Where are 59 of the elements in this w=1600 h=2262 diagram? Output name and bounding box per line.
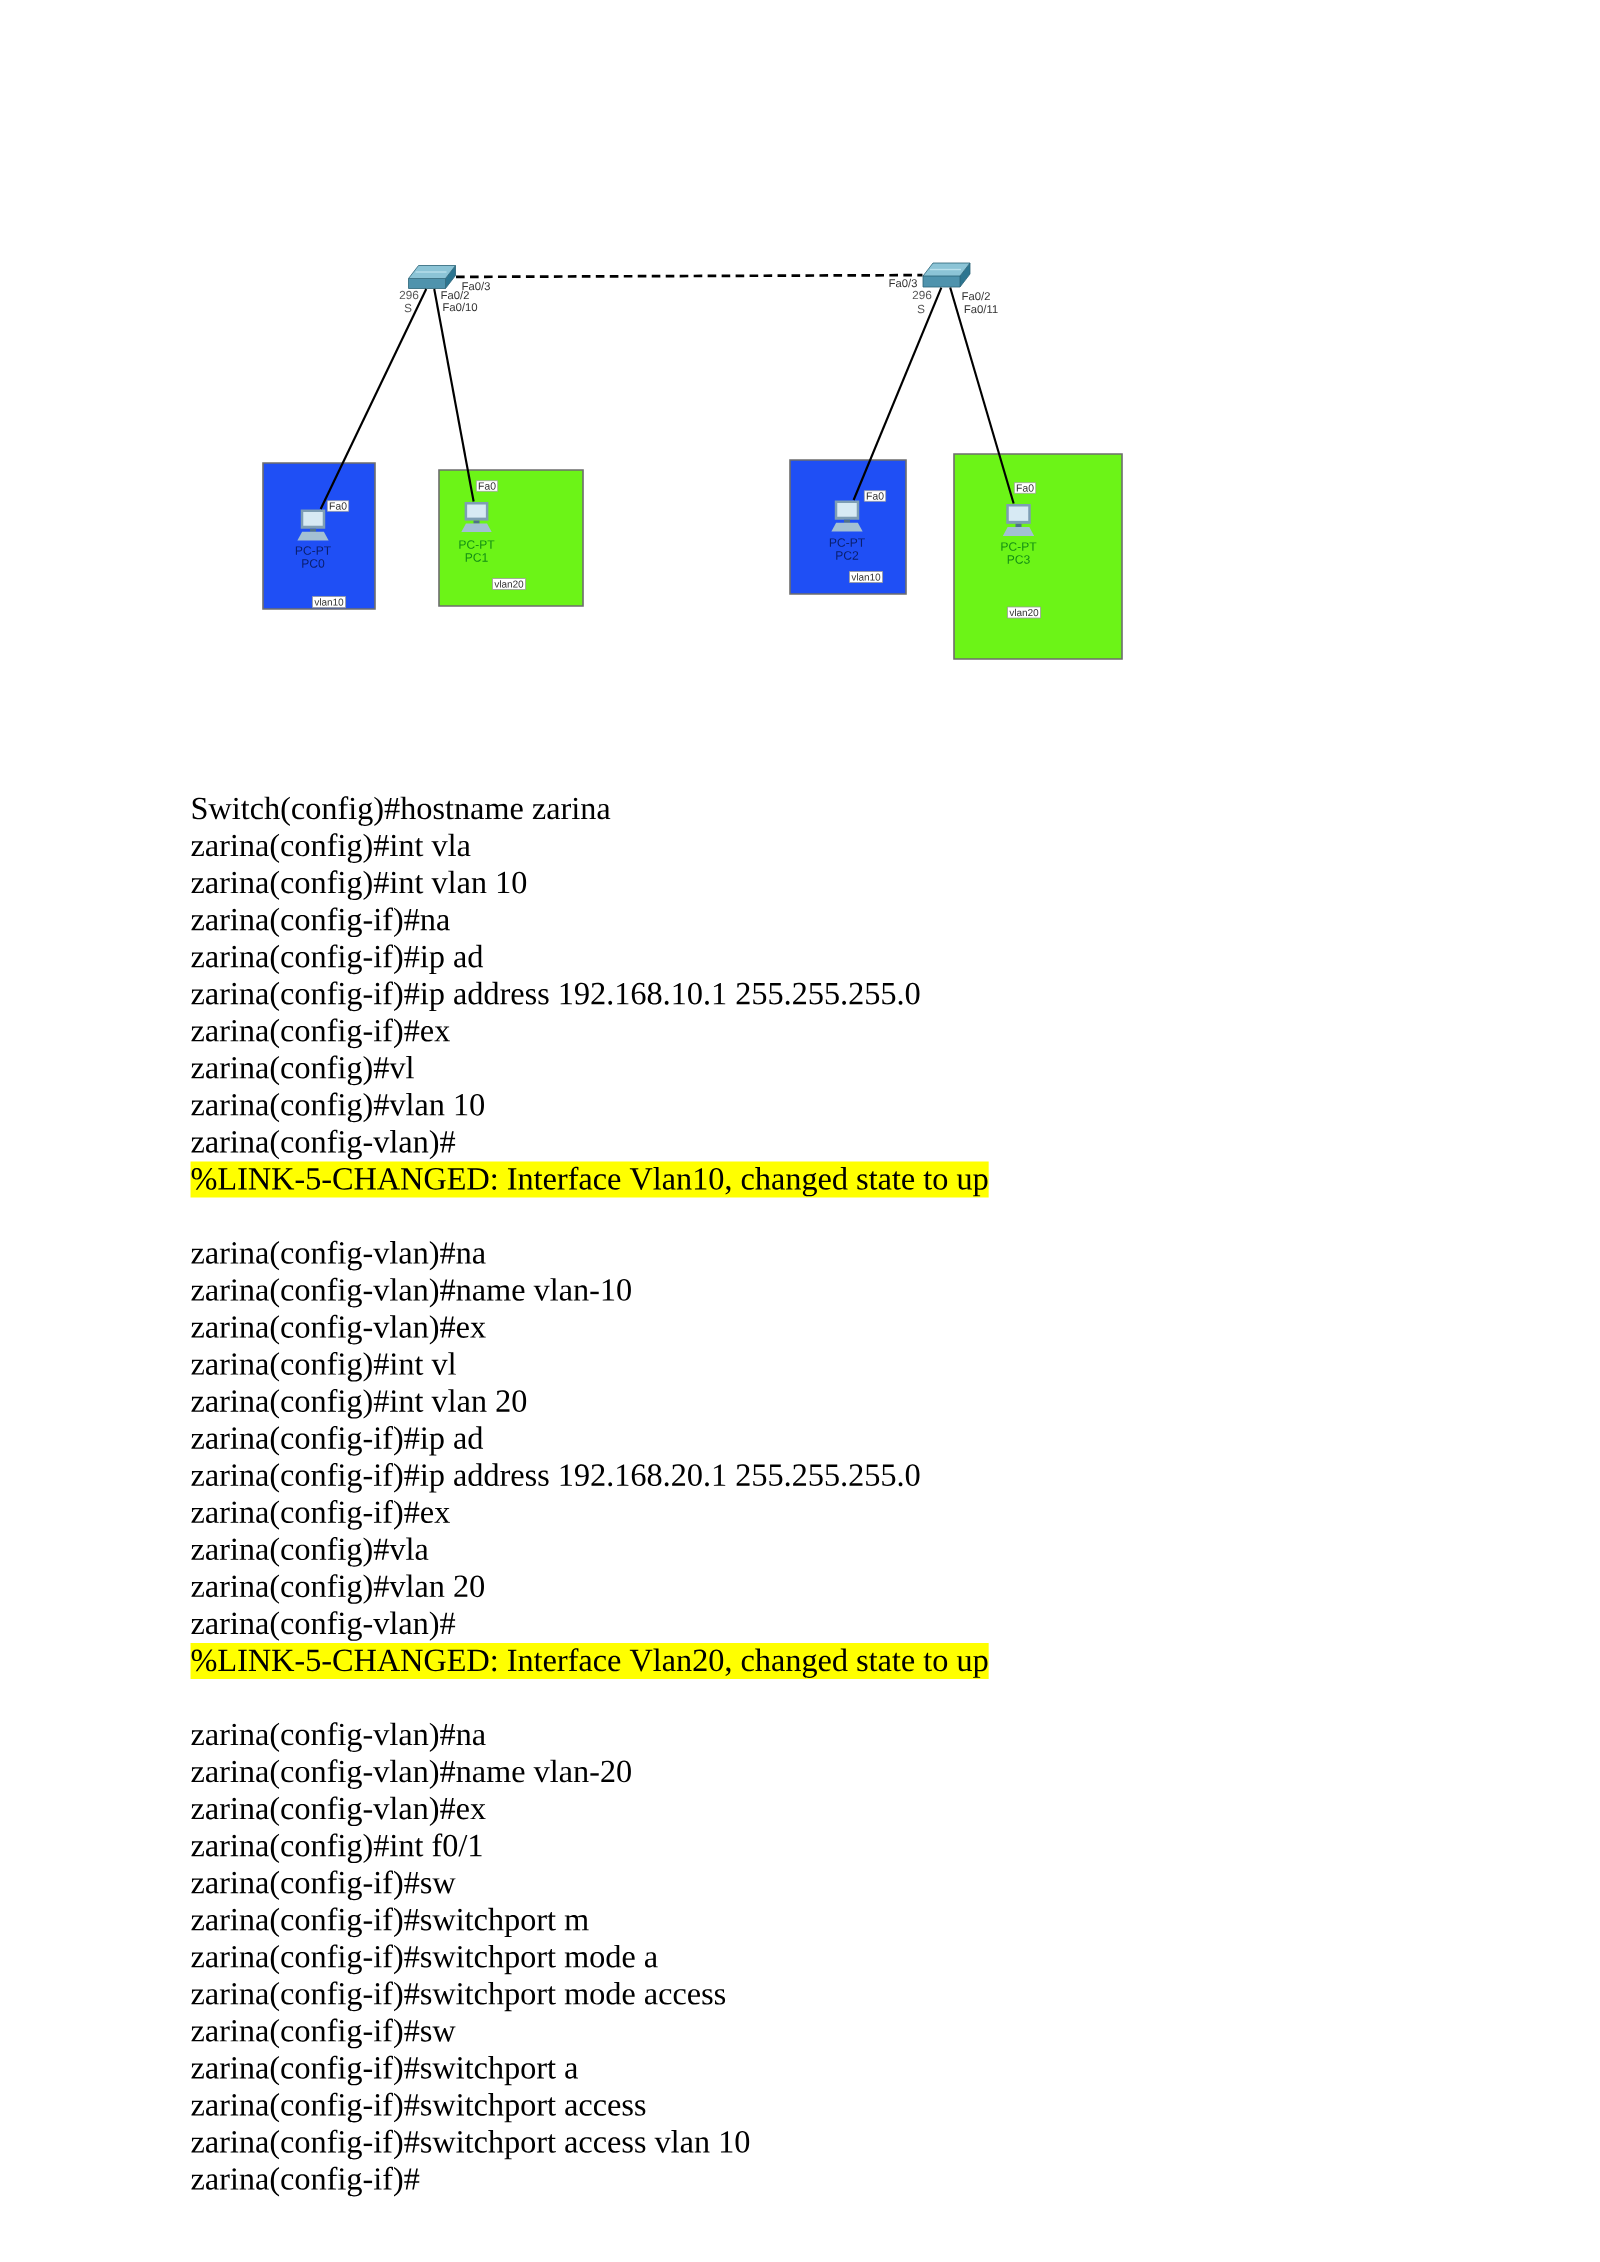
device-label: PC-PT PC1: [459, 540, 495, 562]
command-line: zarina(config-if)#switchport a: [191, 2055, 578, 2086]
device-label: PC-PT PC2: [829, 538, 865, 560]
device-label: PC-PT PC0: [295, 546, 331, 568]
command-line: zarina(config-if)#switchport access vlan 10: [191, 2129, 750, 2160]
command-line: zarina(config)#int vlan 10: [191, 870, 527, 901]
command-line: zarina(config-if)#ip address 192.168.10.1 255.255.255.0: [191, 981, 920, 1012]
command-line: zarina(config)#vlan 20: [191, 1574, 484, 1604]
port-label: Fa0: [476, 480, 498, 492]
device-label: S: [404, 303, 412, 313]
connection-line: [456, 273, 923, 279]
command-line: zarina(config-if)#: [191, 2166, 420, 2197]
command-line: zarina(config-if)#switchport mode access: [191, 1981, 726, 2012]
device-label: PC-PT PC3: [1001, 542, 1037, 564]
port-label: Fa0/2: [962, 291, 990, 301]
command-line: zarina(config-vlan)#name vlan-20: [191, 1759, 631, 1789]
connection-line: [949, 287, 1015, 504]
command-line: Switch(config)#hostname zarina: [192, 796, 611, 826]
command-line: zarina(config-if)#sw: [191, 2018, 456, 2049]
port-label: Fa0: [864, 490, 886, 502]
port-label: Fa0/2: [441, 290, 469, 300]
command-line: zarina(config)#vl: [191, 1055, 414, 1086]
command-line: zarina(config-if)#ip ad: [191, 944, 484, 975]
command-line: zarina(config-if)#sw: [191, 1870, 456, 1901]
vlan-tag: vlan20: [1007, 606, 1041, 619]
port-label: Fa0/10: [443, 302, 478, 312]
command-line: zarina(config-if)#switchport mode a: [191, 1944, 658, 1975]
command-line: zarina(config-if)#ex: [191, 1018, 450, 1049]
command-line: zarina(config)#int vla: [191, 833, 471, 863]
command-line: zarina(config-if)#ip address 192.168.20.1 255.255.255.0: [191, 1463, 920, 1493]
port-label: Fa0: [327, 500, 349, 512]
command-line: zarina(config)#int f0/1: [191, 1833, 482, 1864]
vlan-tag: vlan10: [312, 596, 346, 608]
connection-line: [319, 288, 428, 510]
command-line: zarina(config-vlan)#ex: [191, 1796, 486, 1827]
connection-line: [433, 288, 475, 502]
port-label: Fa0/3: [462, 281, 490, 291]
connection-line: [852, 287, 943, 501]
command-line: zarina(config-if)#switchport access: [191, 2092, 646, 2123]
command-line: zarina(config-vlan)#name vlan-10: [191, 1277, 631, 1308]
command-line: zarina(config-if)#ex: [191, 1500, 450, 1530]
command-line: zarina(config)#vla: [191, 1537, 429, 1567]
command-line: zarina(config)#int vl: [191, 1351, 456, 1382]
command-line: zarina(config)#int vlan 20: [191, 1388, 527, 1419]
device-label: 296: [912, 290, 932, 300]
port-label: Fa0/3: [889, 278, 917, 288]
device-label: 296: [399, 290, 419, 300]
command-line: zarina(config-if)#ip ad: [191, 1426, 484, 1456]
port-label: Fa0: [1014, 482, 1036, 494]
command-line: zarina(config-if)#switchport m: [191, 1907, 589, 1938]
device-label: S: [917, 304, 925, 314]
command-line: zarina(config-vlan)#na: [191, 1240, 486, 1271]
vlan-tag: vlan10: [849, 571, 883, 583]
command-line: zarina(config-vlan)#ex: [191, 1314, 486, 1345]
command-line: zarina(config-vlan)#na: [191, 1722, 486, 1752]
vlan-tag: vlan20: [492, 578, 526, 590]
command-line: zarina(config)#vlan 10: [191, 1092, 484, 1123]
port-label: Fa0/11: [964, 304, 998, 314]
command-line: zarina(config-if)#na: [191, 907, 450, 938]
